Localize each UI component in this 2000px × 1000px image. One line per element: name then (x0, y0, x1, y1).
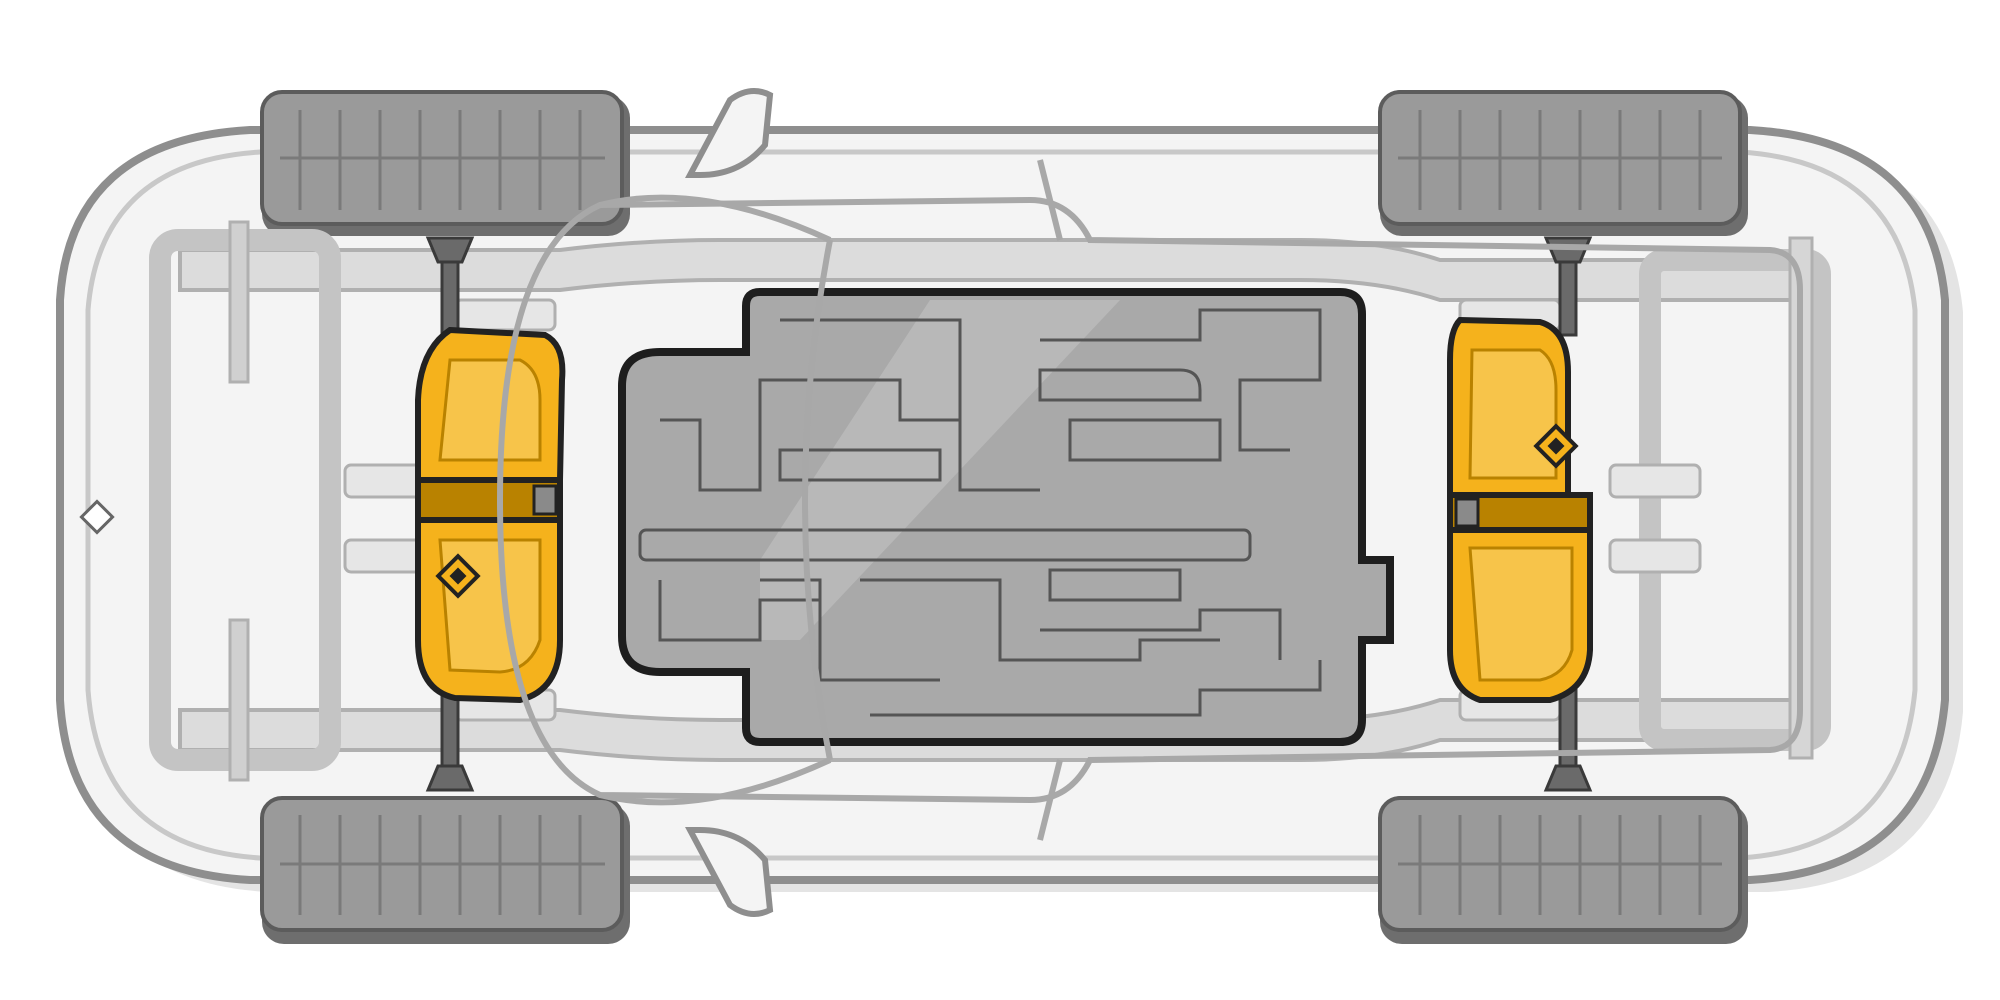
rear-left-wheel (1378, 90, 1748, 236)
cabin-outline (496, 159, 1803, 841)
battery-pack (618, 288, 1394, 746)
battery-cooling-channels (638, 308, 1322, 717)
rear-drive-unit (1447, 316, 1593, 703)
diamond-logo-icon (435, 553, 481, 599)
rear-right-wheel (1378, 796, 1748, 944)
diamond-marker-icon (79, 499, 115, 535)
chassis-frame (149, 220, 1831, 782)
front-drive-unit (415, 326, 566, 704)
left-side-mirror (685, 88, 774, 178)
front-half-shafts (425, 236, 475, 792)
tread-pattern (1398, 815, 1722, 915)
tread-pattern (280, 815, 605, 915)
right-side-mirror (685, 827, 774, 917)
front-left-wheel (260, 90, 630, 236)
front-right-wheel (260, 796, 630, 944)
diamond-logo-icon (1533, 423, 1579, 469)
tread-pattern (1398, 110, 1722, 210)
tread-pattern (280, 110, 605, 210)
